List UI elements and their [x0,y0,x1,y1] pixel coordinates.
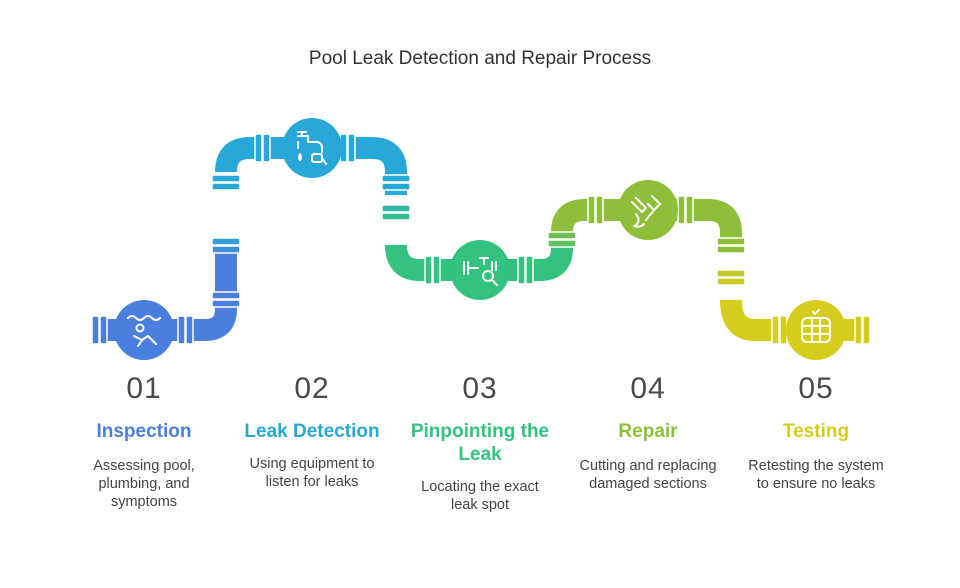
step-description: Assessing pool, plumbing, and symptoms [93,458,195,510]
pipe-magnifier-icon [450,240,510,300]
page-title: Pool Leak Detection and Repair Process [308,48,652,69]
swimmer-icon [114,300,174,360]
step-number: 04 [630,372,666,405]
barrel-check-icon [786,300,846,360]
step-description: Locating the exact leak spot [421,479,539,513]
pipe-segment-2 [215,137,407,195]
step-label: Repair [618,421,678,442]
pipe-segment-4 [551,199,742,250]
step-2: 02 Leak Detection Using equipment to lis… [232,372,392,491]
step-label: Testing [782,421,850,442]
step-number: 01 [126,372,162,405]
step-4: 04 Repair Cutting and replacing damaged … [568,372,728,493]
step-description: Cutting and replacing damaged sections [579,458,717,492]
pipe-segment-1 [92,240,237,341]
step-label: Pinpointing the Leak [410,421,550,465]
pipe-couplings [91,133,871,345]
step-description: Using equipment to listen for leaks [249,456,375,490]
step-label: Leak Detection [244,421,380,442]
pipe-segment-5 [720,299,868,341]
step-number: 05 [798,372,834,405]
step-number: 03 [462,372,498,405]
step-number: 02 [294,372,330,405]
faucet-drip-icon [282,118,342,178]
plumbing-tools-icon [618,180,678,240]
step-label: Inspection [96,421,192,442]
step-3: 03 Pinpointing the Leak Locating the exa… [400,372,560,514]
step-5: 05 Testing Retesting the system to ensur… [736,372,896,493]
step-1: 01 Inspection Assessing pool, plumbing, … [64,372,224,511]
step-description: Retesting the system to ensure no leaks [748,458,884,492]
pipe-segment-3 [385,230,573,281]
